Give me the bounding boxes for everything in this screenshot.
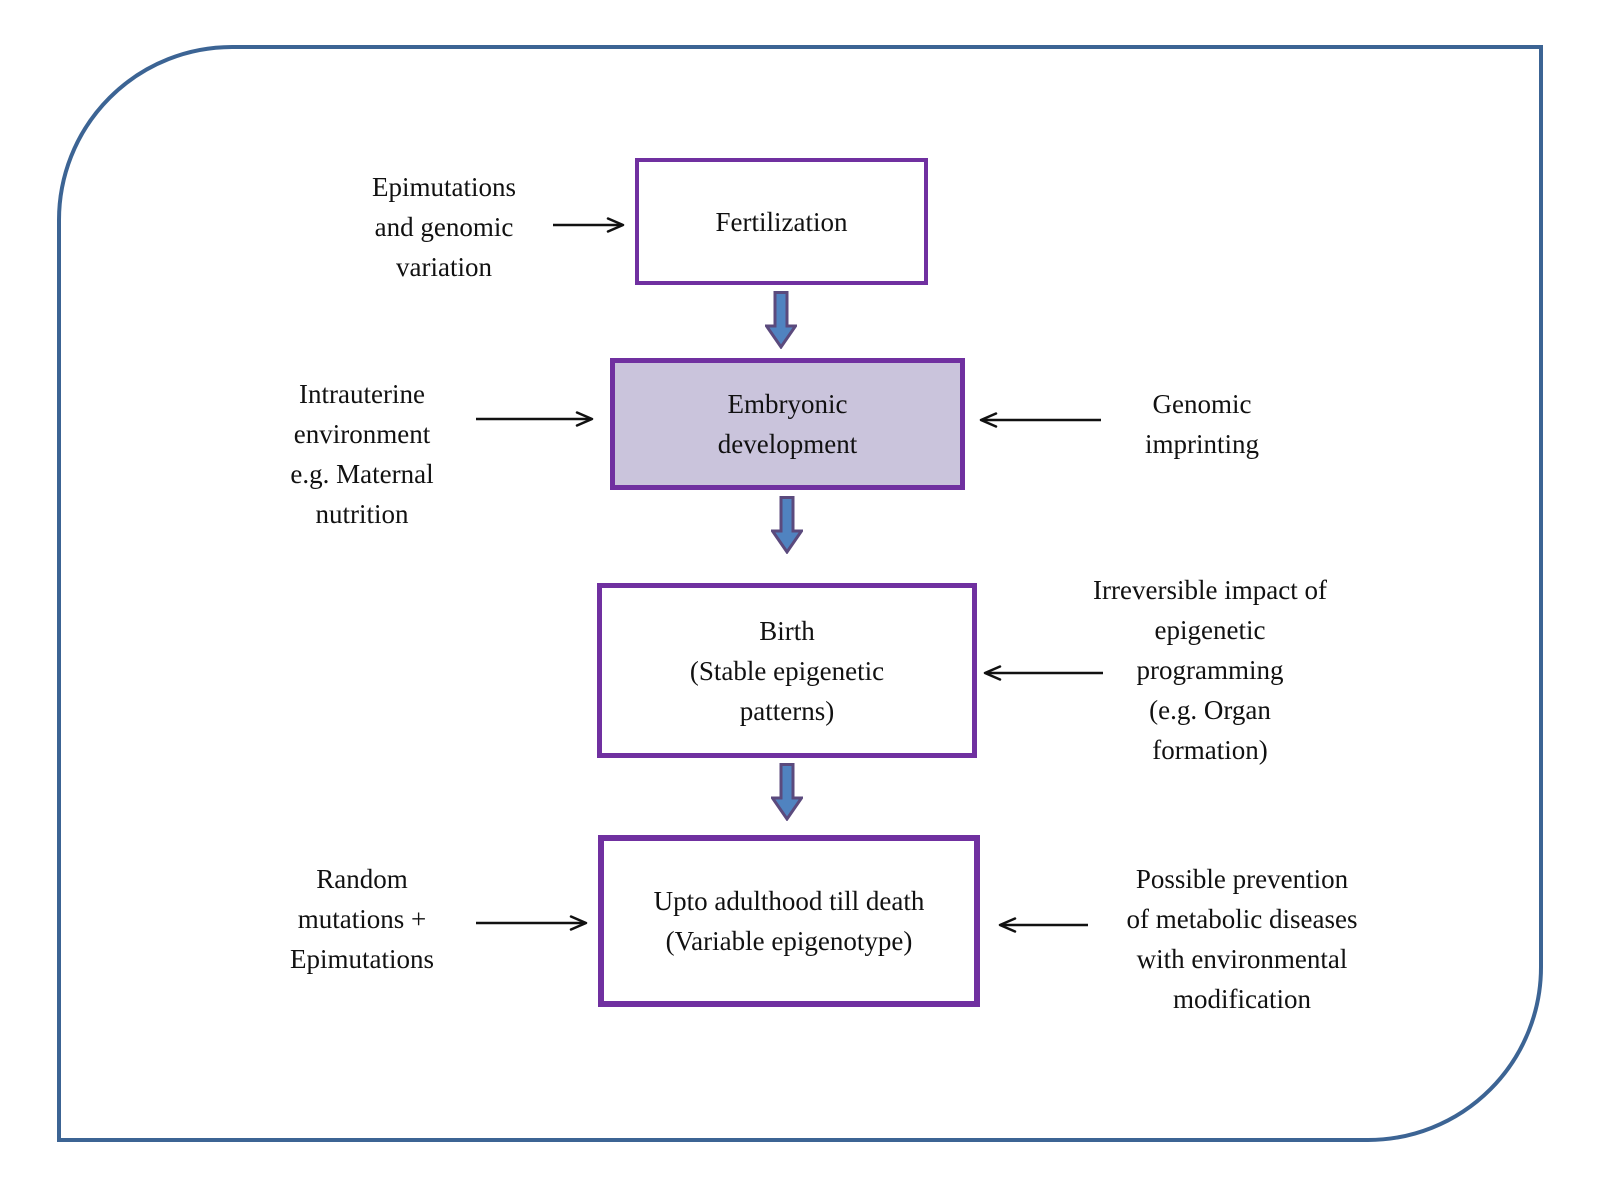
arrow-intrauterine-to-embryonic bbox=[476, 411, 594, 427]
node-fertilization-label: Fertilization bbox=[715, 206, 848, 237]
label-irreversible-impact: Irreversible impact of epigenetic progra… bbox=[1093, 575, 1327, 765]
down-block-arrow-fertilization-to-embryonic bbox=[765, 291, 797, 349]
label-random-mutations: Random mutations + Epimutations bbox=[290, 864, 434, 974]
arrow-random-mutations-to-adulthood bbox=[476, 915, 588, 931]
node-fertilization: Fertilization bbox=[635, 158, 928, 285]
label-intrauterine-environment: Intrauterine environment e.g. Maternal n… bbox=[290, 379, 434, 529]
arrow-irreversible-impact-to-birth bbox=[983, 665, 1103, 681]
node-birth-label: Birth (Stable epigenetic patterns) bbox=[689, 615, 885, 726]
down-block-arrow-birth-to-adulthood bbox=[771, 763, 803, 821]
arrow-possible-prevention-to-adulthood bbox=[998, 917, 1088, 933]
node-adulthood: Upto adulthood till death (Variable epig… bbox=[598, 835, 980, 1007]
label-genomic-imprinting: Genomic imprinting bbox=[1145, 389, 1259, 459]
node-adulthood-label: Upto adulthood till death (Variable epig… bbox=[653, 886, 925, 956]
node-birth: Birth (Stable epigenetic patterns) bbox=[597, 583, 977, 758]
label-possible-prevention: Possible prevention of metabolic disease… bbox=[1126, 864, 1358, 1014]
node-embryonic-development: Embryonic development bbox=[610, 358, 965, 490]
label-epimutations-genomic-variation: Epimutations and genomic variation bbox=[372, 172, 516, 282]
arrow-epimutations-to-fertilization bbox=[553, 217, 625, 233]
node-embryonic-development-label: Embryonic development bbox=[717, 389, 858, 459]
slide-frame bbox=[57, 45, 1543, 1142]
down-block-arrow-embryonic-to-birth bbox=[771, 496, 803, 554]
arrow-genomic-imprinting-to-embryonic bbox=[979, 412, 1101, 428]
